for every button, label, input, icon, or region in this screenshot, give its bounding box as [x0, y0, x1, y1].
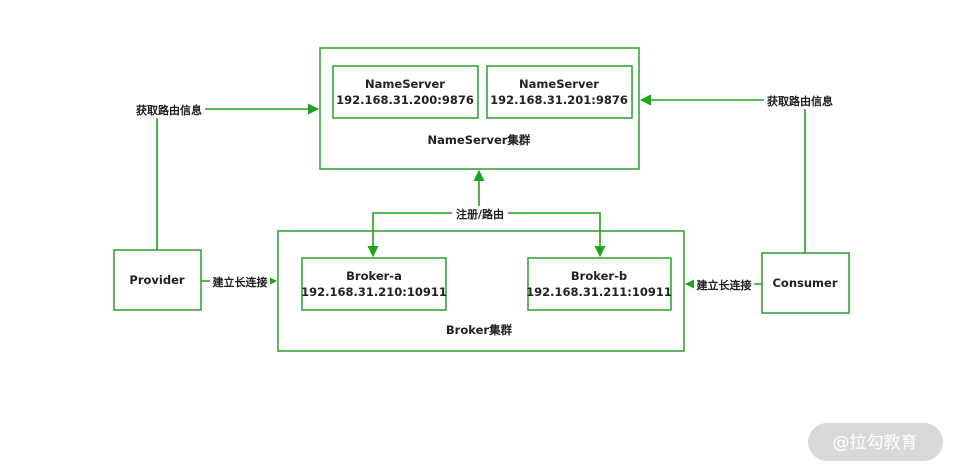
- nameserver-node-2-address: 192.168.31.201:9876: [490, 93, 628, 107]
- consumer-box: [761, 252, 850, 314]
- register-route-edge-right: [479, 212, 606, 258]
- nameserver-cluster-label: NameServer集群: [428, 133, 531, 147]
- provider-route-edge: [156, 103, 320, 250]
- broker-a-name: Broker-a: [346, 269, 402, 283]
- provider-connect-label: 建立长连接: [213, 275, 268, 289]
- nameserver-node-2-box: [486, 65, 633, 119]
- consumer-label: Consumer: [772, 276, 837, 290]
- consumer-route-label: 获取路由信息: [767, 94, 833, 108]
- consumer-connect-label: 建立长连接: [697, 278, 752, 292]
- nameserver-node-2-name: NameServer: [519, 77, 599, 91]
- broker-b-address: 192.168.31.211:10911: [526, 285, 672, 299]
- register-route-edge-left: [367, 212, 479, 258]
- register-route-label: 注册/路由: [456, 207, 504, 221]
- consumer-route-edge: [639, 94, 806, 253]
- broker-b-name: Broker-b: [571, 269, 627, 283]
- broker-b-box: [527, 257, 672, 311]
- provider-label: Provider: [129, 273, 184, 287]
- watermark-text: @拉勾教育: [833, 433, 918, 453]
- provider-route-label: 获取路由信息: [136, 103, 202, 117]
- nameserver-node-1-name: NameServer: [365, 77, 445, 91]
- broker-a-box: [301, 257, 447, 311]
- nameserver-node-1-box: [332, 65, 479, 119]
- watermark-pill: [808, 423, 943, 461]
- broker-a-address: 192.168.31.210:10911: [301, 285, 447, 299]
- nameserver-node-1-address: 192.168.31.200:9876: [336, 93, 474, 107]
- broker-cluster-label: Broker集群: [446, 323, 513, 337]
